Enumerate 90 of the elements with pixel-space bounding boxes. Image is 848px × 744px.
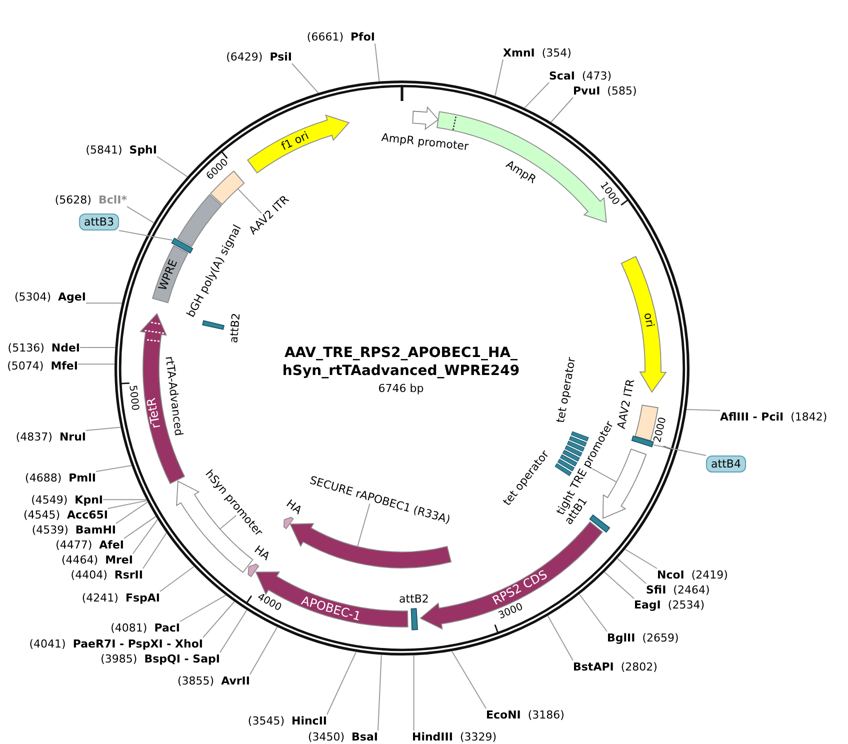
feature-label: tet operator: [554, 356, 578, 424]
feature-label: HA: [284, 497, 304, 517]
feature-label: AAV2 ITR: [614, 378, 638, 430]
site-label: (4545) Acc65I: [23, 508, 108, 522]
site-label: (5841) SphI: [86, 144, 157, 156]
leader-line: [180, 594, 226, 622]
leader-line: [550, 97, 574, 123]
leader-line: [374, 43, 380, 82]
leader-line: [686, 409, 720, 411]
leader-line: [108, 500, 148, 509]
leader-line: [86, 426, 122, 431]
site-label: AflIII - PciI (1842): [720, 410, 828, 424]
site-label: (4477) AfeI: [56, 538, 124, 552]
leader-line: [494, 59, 504, 96]
plasmid-size: 6746 bp: [378, 383, 424, 395]
tick-label: 5000: [126, 384, 140, 412]
leader-line: [132, 518, 158, 554]
feature-label: ori: [641, 312, 657, 328]
site-label: PvuI (585): [573, 84, 637, 98]
tick-label: 4000: [254, 592, 284, 614]
site-label: (4041) PaeR7I - PspXI - XhoI: [29, 638, 203, 650]
leader-line: [78, 364, 116, 365]
leader-line: [116, 502, 148, 524]
leader-line: [413, 654, 414, 731]
site-label: (3545) HincII: [248, 714, 327, 728]
plasmid-title: AAV_TRE_RPS2_APOBEC1_HA_ hSyn_rtTAadvanced_WPRE249: [281, 344, 521, 380]
leader-line: [624, 548, 658, 569]
site-label: (3450) BsaI: [308, 730, 378, 744]
leader-line: [237, 188, 262, 214]
site-label: HindIII (3329): [412, 730, 497, 744]
site-label: (4549) KpnI: [31, 494, 103, 506]
leader-line: [160, 566, 195, 592]
leader-line: [156, 156, 188, 178]
site-label: (4688) PmlI: [25, 472, 96, 484]
leader-line: [250, 626, 278, 675]
tick-label: 3000: [496, 602, 526, 622]
leader-line: [96, 465, 132, 472]
leader-line: [547, 615, 574, 661]
site-label: EcoNI (3186): [486, 708, 564, 722]
site-label: ScaI (473): [549, 70, 612, 82]
site-label: XmnI (354): [503, 46, 572, 60]
leader-line: [578, 594, 608, 632]
leader-line: [326, 651, 357, 715]
leader-line: [220, 610, 248, 653]
site-label: (5074) MfeI: [7, 360, 78, 372]
site-label: (4404) RsrII: [70, 568, 143, 582]
leader-line: [592, 468, 618, 483]
leader-line: [86, 302, 122, 304]
leader-line: [124, 516, 156, 539]
site-label: (6661) PfoI: [306, 30, 375, 44]
tick-label: 2000: [652, 416, 670, 444]
feature-label: f1 ori: [279, 129, 311, 153]
leader-line: [142, 532, 167, 569]
leader-line: [292, 63, 319, 94]
feature-label: AmpR promoter: [380, 130, 470, 154]
feature-label: attB2: [227, 312, 243, 344]
feature-tag: attB3: [79, 214, 119, 230]
leader-line: [653, 444, 707, 456]
site-label: (3985) BspQI - SapI: [100, 652, 220, 666]
leader-line: [616, 558, 646, 584]
site-label: (4539) BamHI: [32, 524, 116, 536]
feature-label: rTetR: [144, 396, 164, 430]
site-label: (4241) FspAI: [82, 592, 160, 604]
site-label: (5628) BclI*: [54, 194, 127, 206]
leader-line: [80, 347, 116, 348]
site-label: BstAPI (2802): [573, 660, 658, 674]
leader-line: [102, 499, 147, 500]
feature-label: attB2: [399, 592, 429, 606]
feature-label: HA: [252, 543, 272, 563]
site-label: (5136) NdeI: [8, 342, 80, 354]
leader-line: [604, 572, 634, 599]
leader-line: [126, 206, 154, 224]
site-label: (3855) AvrII: [178, 674, 250, 688]
leader-line: [451, 650, 486, 709]
feature-label: rtTA-Advanced: [162, 355, 186, 436]
site-label: SfiI (2464): [646, 584, 710, 596]
site-label: (5304) AgeI: [14, 290, 86, 304]
leader-line: [220, 515, 237, 530]
site-label: NcoI (2419): [657, 568, 728, 582]
leader-line: [357, 503, 370, 548]
leader-line: [524, 82, 550, 108]
site-label: (4081) PacI: [110, 622, 180, 634]
site-label: (6429) PsiI: [226, 50, 292, 64]
feature-tag: attB4: [706, 456, 746, 472]
site-label: BglII (2659): [607, 632, 679, 644]
leader-line: [378, 654, 382, 731]
site-label: EagI (2534): [634, 598, 704, 612]
leader-line: [202, 601, 235, 638]
site-label: (4464) MreI: [61, 554, 133, 566]
site-label: (4837) NruI: [16, 430, 86, 444]
